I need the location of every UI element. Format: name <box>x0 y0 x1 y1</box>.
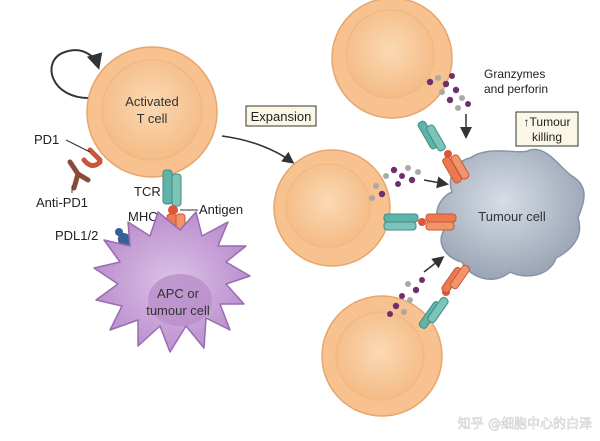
activated-t-cell-label-2: T cell <box>137 111 168 126</box>
attack-arrow-bottom <box>423 256 445 273</box>
self-renewal-arrow <box>50 49 103 100</box>
activated-t-cell-label-1: Activated <box>125 94 178 109</box>
tumour-cell-label: Tumour cell <box>478 209 546 224</box>
granzymes-label-2: and perforin <box>484 82 548 96</box>
tumour-cell: Tumour cell <box>435 148 585 280</box>
activated-t-cell: Activated T cell <box>86 46 218 178</box>
tumour-killing-box <box>515 111 579 147</box>
tumour-killing-label-1: ↑Tumour <box>524 115 571 129</box>
tcr-mhc-middle <box>383 213 457 231</box>
tcr-mhc-bottom <box>418 264 471 329</box>
antigen-label: Antigen <box>199 202 243 217</box>
tumour-killing-label-2: killing <box>532 130 562 144</box>
pd1-label: PD1 <box>34 132 59 147</box>
t-cell-top <box>331 0 453 119</box>
pd1-receptor <box>81 147 103 168</box>
expansion-box <box>245 105 317 127</box>
apc-label-2: tumour cell <box>146 303 210 318</box>
expansion-arrow <box>221 135 295 164</box>
t-cell-middle <box>273 149 391 267</box>
granzyme-granules <box>369 73 471 317</box>
t-cell-bottom <box>321 295 443 417</box>
expansion-label: Expansion <box>251 109 312 124</box>
attack-arrow-middle <box>423 176 449 189</box>
apc-cell: APC or tumour cell <box>93 211 251 353</box>
pdl12-label: PDL1/2 <box>55 228 98 243</box>
granzymes-label-1: Granzymes <box>484 67 545 81</box>
tcr-label: TCR <box>134 184 161 199</box>
watermark: 知乎 @细胞中心的白泽 <box>458 416 592 432</box>
apc-label-1: APC or <box>157 286 200 301</box>
anti-pd1-label: Anti-PD1 <box>36 195 88 210</box>
tcr-mhc-top <box>417 120 470 184</box>
anti-pd1-antibody <box>67 159 91 191</box>
mhc-label: MHC <box>128 209 158 224</box>
